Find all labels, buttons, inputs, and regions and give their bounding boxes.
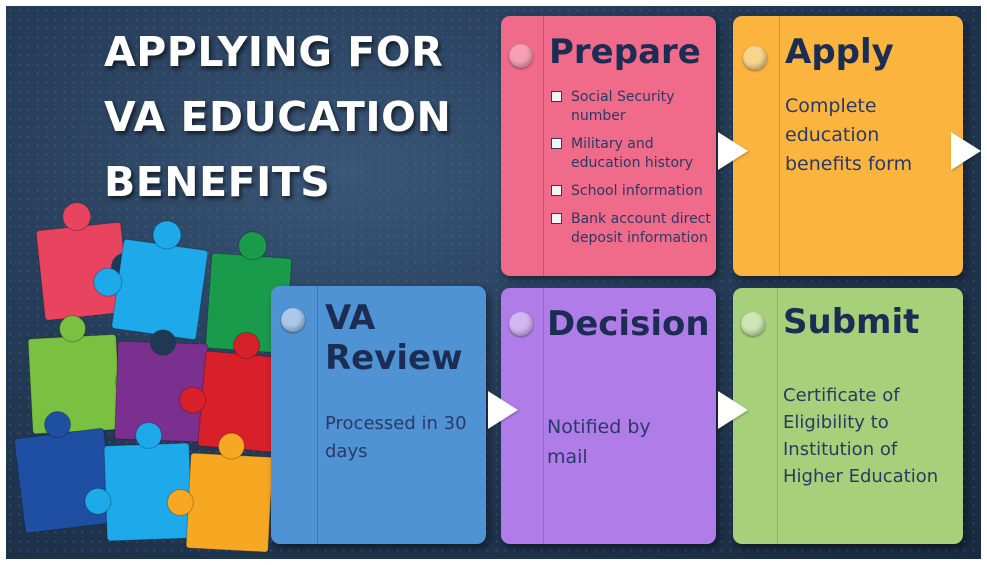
card-divider <box>779 16 780 276</box>
card-divider <box>543 16 544 276</box>
flow-arrow-icon <box>488 391 518 429</box>
step-indicator-dot <box>743 46 767 70</box>
checklist-item: Military and education history <box>551 135 723 173</box>
infographic-canvas: APPLYING FOR VA EDUCATION BENEFITS <box>6 6 981 559</box>
step-description: Processed in 30 days <box>325 413 467 462</box>
step-card-submit: Submit Certificate of Eligibility to Ins… <box>733 288 963 544</box>
puzzle-knob <box>59 315 87 343</box>
puzzle-knob <box>44 411 72 439</box>
step-heading: Apply <box>785 32 894 72</box>
checkbox-icon <box>551 91 562 102</box>
flow-arrow-icon <box>718 391 748 429</box>
prepare-checklist: Social Security number Military and educ… <box>551 88 723 257</box>
checklist-item: Bank account direct deposit information <box>551 210 723 248</box>
checkbox-icon <box>551 213 562 224</box>
checkbox-icon <box>551 138 562 149</box>
puzzle-knob <box>238 231 268 261</box>
checklist-item: School information <box>551 182 723 201</box>
puzzle-knob <box>84 487 112 515</box>
step-heading: Decision <box>547 304 710 344</box>
step-heading: VA Review <box>325 298 463 378</box>
puzzle-knob <box>179 386 207 414</box>
checkbox-icon <box>551 185 562 196</box>
puzzle-knob <box>135 421 163 449</box>
page-title: APPLYING FOR VA EDUCATION BENEFITS <box>104 28 452 206</box>
puzzle-knob <box>152 220 182 250</box>
step-description: Certificate of Eligibility to Institutio… <box>783 385 939 487</box>
puzzle-knob <box>166 489 194 517</box>
puzzle-knob <box>93 267 123 297</box>
puzzle-pieces-icon <box>13 202 293 553</box>
step-description: Complete education benefits form <box>785 95 913 175</box>
step-description: Notified by mail <box>547 416 651 468</box>
card-divider <box>317 286 318 544</box>
step-indicator-dot <box>509 44 533 68</box>
puzzle-piece <box>185 452 274 553</box>
step-indicator-dot <box>741 312 765 336</box>
step-heading: Submit <box>783 302 920 342</box>
card-divider <box>777 288 778 544</box>
flow-arrow-icon <box>718 132 748 170</box>
step-card-prepare: Prepare Social Security number Military … <box>501 16 716 276</box>
step-indicator-dot <box>509 312 533 336</box>
flow-arrow-icon <box>951 132 981 170</box>
puzzle-knob <box>62 202 92 232</box>
step-card-decision: Decision Notified by mail <box>501 288 716 544</box>
step-card-va-review: VA Review Processed in 30 days <box>271 286 486 544</box>
card-divider <box>543 288 544 544</box>
checklist-item: Social Security number <box>551 88 723 126</box>
puzzle-knob <box>217 432 245 460</box>
puzzle-piece <box>27 334 122 435</box>
step-indicator-dot <box>281 308 305 332</box>
puzzle-piece <box>13 427 116 534</box>
step-card-apply: Apply Complete education benefits form <box>733 16 963 276</box>
puzzle-knob <box>233 332 261 360</box>
puzzle-piece <box>111 238 209 341</box>
step-heading: Prepare <box>549 32 701 72</box>
